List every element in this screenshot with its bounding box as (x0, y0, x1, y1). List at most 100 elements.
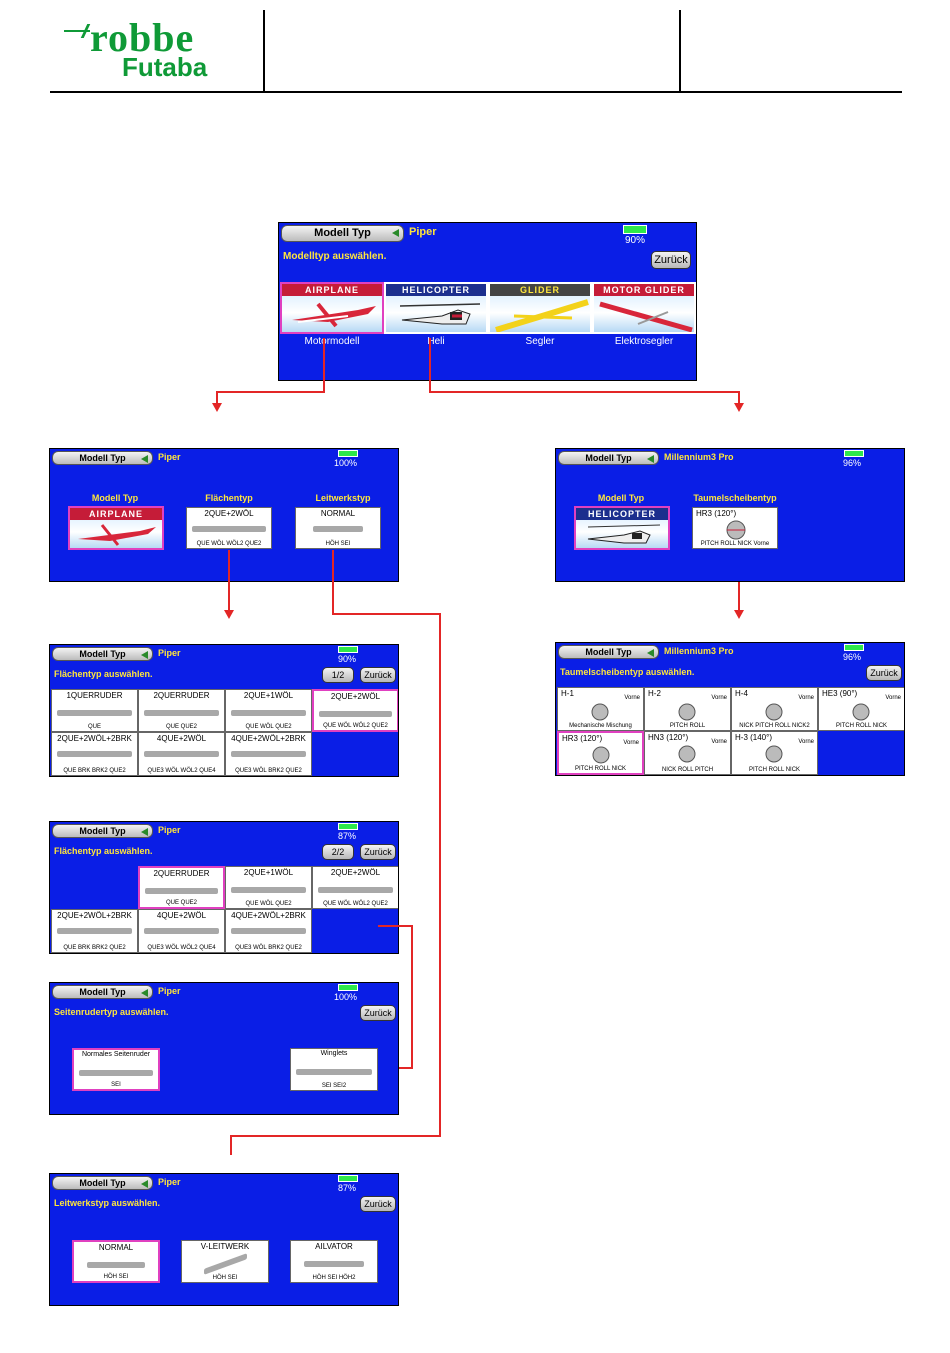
tile-subtitle: QUE WÖL WÖL2 QUE2 (323, 901, 388, 907)
battery-percent: 96% (843, 652, 862, 662)
model-type-button[interactable]: Modell Typ (52, 1176, 153, 1190)
wing-shape-icon (192, 526, 266, 532)
model-type-button[interactable]: Modell Typ (52, 451, 153, 465)
wing-shape-icon (57, 751, 132, 757)
tile-title: Normales Seitenruder (81, 1051, 151, 1058)
column-label: Modell Typ (91, 493, 139, 503)
model-name: Piper (158, 648, 181, 658)
tile-swash-type[interactable]: HR3 (120°) PITCH ROLL NICK Vorne (692, 507, 778, 549)
page-button[interactable]: 2/2 (322, 844, 354, 860)
tile-wing-type[interactable]: 2QUE+2WÖL QUE WÖL WÖL2 QUE2 (186, 507, 272, 549)
screen-wing-type-page1: Modell Typ Piper 90% Flächentyp auswähle… (49, 644, 399, 777)
wing-shape-icon (231, 887, 306, 893)
tile-tail-type[interactable]: NORMAL HÖH SEI (295, 507, 381, 549)
tile-title: NORMAL (98, 1243, 134, 1252)
prompt-text: Flächentyp auswählen. (54, 846, 153, 856)
tile-subtitle: QUE3 WÖL BRK2 QUE2 (235, 945, 302, 951)
tile-glider[interactable]: GLIDER (488, 282, 592, 334)
model-type-button[interactable]: Modell Typ (281, 225, 404, 242)
tile-airplane[interactable]: AIRPLANE (280, 282, 384, 334)
model-type-button[interactable]: Modell Typ (52, 824, 153, 838)
flow-arrow (230, 1135, 441, 1137)
tail-shape-icon (86, 1262, 146, 1268)
prompt-text: Flächentyp auswählen. (54, 669, 153, 679)
back-button[interactable]: Zurück (360, 1005, 396, 1021)
tile-subtitle: PITCH ROLL NICK (574, 766, 627, 772)
back-button[interactable]: Zurück (360, 667, 396, 683)
back-button[interactable]: Zurück (866, 665, 902, 681)
wing-shape-icon (231, 928, 306, 934)
model-name: Piper (409, 226, 437, 238)
swashplate-icon (765, 745, 783, 763)
tile-title: 4QUE+2WÖL+2BRK (231, 911, 306, 920)
back-button-label: Zurück (364, 1008, 392, 1018)
flow-arrow (429, 391, 740, 393)
front-label: Vorne (798, 739, 814, 745)
tile-airplane[interactable]: AIRPLANE (68, 506, 164, 550)
brand-logo-top: robbe (90, 15, 195, 60)
battery-percent: 100% (334, 458, 358, 468)
battery-percent: 96% (843, 458, 862, 468)
tile-title: HN3 (120°) (648, 733, 689, 742)
tile-wing-option[interactable]: 4QUE+2WÖL+2BRK QUE3 WÖL BRK2 QUE2 (225, 909, 312, 953)
helicopter-image-icon (587, 524, 661, 544)
swashplate-icon (678, 703, 696, 721)
model-type-button[interactable]: Modell Typ (52, 647, 153, 661)
prompt-text: Leitwerkstyp auswählen. (54, 1198, 161, 1208)
model-type-button[interactable]: Modell Typ (558, 451, 659, 465)
tile-subtitle: PITCH ROLL NICK (748, 767, 801, 773)
back-button-label: Zurück (870, 668, 898, 678)
tile-title: 4QUE+2WÖL (156, 734, 207, 743)
flow-arrow (738, 391, 740, 403)
model-type-button[interactable]: Modell Typ (558, 645, 659, 659)
model-type-button[interactable]: Modell Typ (52, 985, 153, 999)
tile-helicopter[interactable]: HELICOPTER (574, 506, 670, 550)
back-button[interactable]: Zurück (360, 1196, 396, 1212)
back-arrow-icon (647, 649, 654, 657)
back-arrow-icon (392, 229, 399, 237)
tile-title: H-3 (140°) (735, 733, 772, 742)
wing-shape-icon (57, 928, 132, 934)
tile-helicopter[interactable]: HELICOPTER (384, 282, 488, 334)
back-button[interactable]: Zurück (360, 844, 396, 860)
tile-subtitle: SEI SEI2 (321, 1083, 347, 1089)
tile-title: HE3 (90°) (822, 689, 858, 698)
flow-arrow (411, 925, 413, 1068)
tile-motor-glider[interactable]: MOTOR GLIDER (592, 282, 696, 334)
tile-title: 2QUERRUDER (153, 869, 210, 878)
front-label: Vorne (624, 695, 640, 701)
tile-caption: MOTOR GLIDER (594, 284, 694, 296)
screen-model-type: Modell Typ Piper 90% Modelltyp auswählen… (278, 222, 697, 381)
page-button[interactable]: 1/2 (322, 667, 354, 683)
front-label: Vorne (711, 695, 727, 701)
flow-arrow (323, 338, 325, 393)
wing-shape-icon (231, 710, 306, 716)
model-type-button-label: Modell Typ (79, 826, 126, 836)
page-indicator: 2/2 (331, 847, 345, 857)
back-button[interactable]: Zurück (651, 251, 691, 269)
